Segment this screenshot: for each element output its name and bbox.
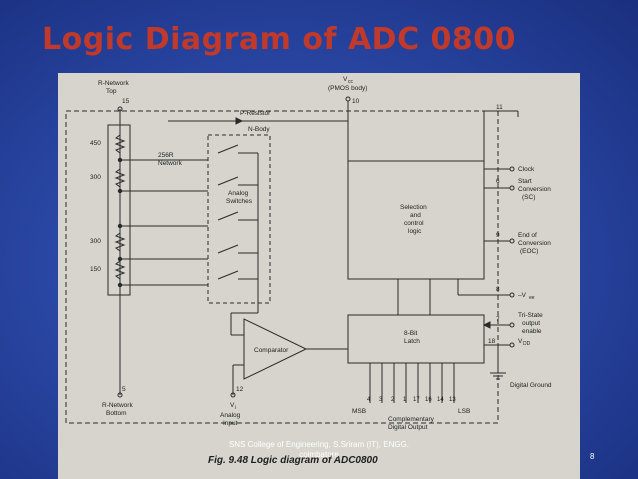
clock-label: Clock [518, 166, 535, 173]
bit-pin-13: 13 [449, 397, 456, 403]
pin-18: 18 [488, 338, 496, 345]
vdd-sub: DD [523, 341, 531, 347]
resistor-column-box [107, 124, 131, 296]
pin-9: 9 [496, 232, 500, 239]
lsb-label: LSB [458, 408, 470, 415]
vcc-sub: cc [348, 79, 354, 85]
p-resistor-label: P-Resistor [240, 110, 271, 117]
conversion2-label: Conversion [518, 240, 551, 247]
slide-title: Logic Diagram of ADC 0800 [42, 22, 517, 57]
logic-label: logic [408, 228, 422, 235]
vi-label: V [230, 402, 235, 409]
and-label: and [410, 212, 421, 219]
complementary-label: Complementary [388, 416, 435, 423]
footer-line1: SNS College of Engineering, S.Sriram (IT… [228, 440, 410, 449]
switches-label: Switches [226, 198, 253, 205]
latch-block [347, 314, 485, 364]
comparator-symbol [243, 318, 308, 380]
latch-label2: Latch [404, 338, 420, 345]
resistor-450 [114, 134, 126, 154]
footer-line2: coimbatore [299, 450, 339, 459]
bit-pin-14: 14 [437, 397, 444, 403]
analog-input-label2: Input [223, 420, 238, 427]
figure-caption: Fig. 9.48 Logic diagram of ADC0800 [208, 455, 378, 466]
bit-pin-2: 2 [391, 397, 395, 403]
control-label: control [404, 220, 424, 227]
pin-10: 10 [352, 98, 360, 105]
pin-6: 6 [496, 178, 500, 185]
resistor-300a [114, 168, 126, 188]
pin-15: 15 [122, 98, 130, 105]
page-number: 8 [590, 452, 595, 461]
output-label: output [522, 320, 540, 327]
network-label: Network [158, 160, 183, 167]
vee-sub: ee [529, 295, 535, 301]
r450-label: 450 [90, 140, 101, 147]
rnetwork-top-label2: Top [106, 88, 117, 95]
rnet-bottom-label2: Bottom [106, 410, 127, 417]
vcc-label: V [343, 76, 348, 83]
pin-11: 11 [496, 104, 503, 111]
bit-pin-labels: 4 3 2 1 17 16 14 13 [367, 397, 456, 403]
pmos-body-label: (PMOS body) [328, 85, 367, 92]
tristate-label: Tri-State [518, 312, 543, 319]
chip-boundary [65, 110, 499, 424]
rnet-bottom-label: R-Network [102, 402, 133, 409]
pin-7: 7 [496, 316, 500, 323]
pin-5: 5 [122, 386, 126, 393]
resistor-300b [114, 232, 126, 252]
start-label: Start [518, 178, 532, 185]
digital-ground-label: Digital Ground [510, 382, 552, 389]
digital-output-label: Digital Output [388, 424, 428, 431]
n-body-label: N-Body [248, 126, 270, 133]
sc-label: (SC) [522, 194, 535, 201]
latch-label1: 8-Bit [404, 330, 418, 337]
eoc-label: (EOC) [520, 248, 538, 255]
comparator-label: Comparator [254, 347, 289, 354]
resistor-150 [114, 260, 126, 280]
analog-input-label: Analog [220, 412, 241, 419]
conversion-label: Conversion [518, 186, 551, 193]
r300a-label: 300 [90, 174, 101, 181]
r300b-label: 300 [90, 238, 101, 245]
pin-12: 12 [236, 386, 244, 393]
selection-label: Selection [400, 204, 427, 211]
analog-switches-label: Analog [228, 190, 249, 197]
r150-label: 150 [90, 266, 101, 273]
enable-label: enable [522, 328, 542, 335]
vi-sub: i [235, 405, 236, 411]
adc0800-logic-diagram: R-Network Top 15 V cc (PMOS body) 10 11 … [65, 76, 552, 466]
bit-pin-3: 3 [379, 397, 383, 403]
analog-switches-box [207, 134, 271, 304]
vdd-label: V [518, 338, 523, 345]
end-of-label: End of [518, 232, 537, 239]
bit-pin-1: 1 [403, 397, 407, 403]
bit-pin-4: 4 [367, 397, 371, 403]
msb-label: MSB [352, 408, 366, 415]
bit-pin-16: 16 [425, 397, 432, 403]
slide-footer: SNS College of Engineering, S.Sriram (IT… [0, 440, 638, 460]
vee-label: –V [518, 292, 527, 299]
selection-control-logic-block [347, 160, 485, 280]
r256-label: 256R [158, 152, 174, 159]
bit-pin-17: 17 [413, 397, 420, 403]
logic-diagram-figure: R-Network Top 15 V cc (PMOS body) 10 11 … [58, 73, 580, 479]
rnetwork-top-label: R-Network [98, 80, 129, 87]
pin-8: 8 [496, 286, 500, 293]
